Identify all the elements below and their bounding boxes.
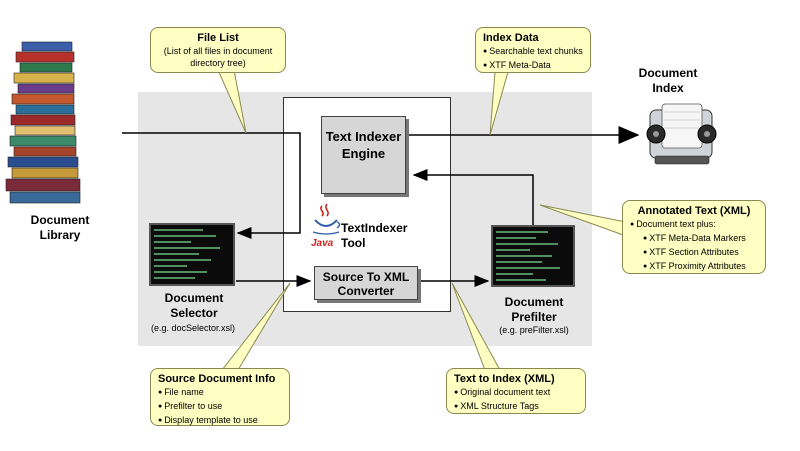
callout-index-data-item: Searchable text chunks: [483, 45, 583, 59]
document-library-label: Document Library: [30, 213, 90, 242]
java-cup-icon: [312, 203, 341, 235]
arrow-prefilter-to-indexer: [412, 169, 534, 225]
callout-text-to-index-item: Original document text: [454, 386, 578, 400]
callout-file-list-title: File List: [197, 32, 239, 44]
callout-annotated-text: Annotated Text (XML) Document text plus:…: [622, 200, 766, 274]
text-indexer-engine-box: Text Indexer Engine: [321, 116, 406, 194]
java-logo-text: Java: [311, 238, 334, 249]
callout-index-data: Index Data Searchable text chunks XTF Me…: [475, 27, 591, 73]
callout-annotated-text-intro: Document text plus:: [630, 218, 758, 232]
callout-index-data-title: Index Data: [483, 32, 539, 44]
callout-annotated-text-item: XTF Meta-Data Markers: [630, 232, 758, 246]
callout-text-to-index: Text to Index (XML) Original document te…: [446, 368, 586, 414]
source-to-xml-converter-box: Source To XML Converter: [314, 266, 418, 300]
document-index-label: Document Index: [638, 66, 698, 95]
book-stack-icon: [5, 41, 81, 204]
document-prefilter-label: Document Prefilter: [504, 295, 564, 324]
document-prefilter-example: (e.g. preFilter.xsl): [499, 325, 569, 335]
callout-source-info-item: Display template to use: [158, 414, 282, 428]
callout-source-info: Source Document Info File name Prefilter…: [150, 368, 290, 426]
callout-source-info-title: Source Document Info: [158, 373, 276, 385]
callout-source-info-item: File name: [158, 386, 282, 400]
textindexer-tool-label: TextIndexer Tool: [341, 221, 408, 250]
rolodex-icon: [646, 103, 717, 165]
pointer-index-data: [489, 71, 509, 136]
callout-source-info-item: Prefilter to use: [158, 400, 282, 414]
callout-text-to-index-title: Text to Index (XML): [454, 373, 555, 385]
callout-annotated-text-item: XTF Proximity Attributes: [630, 260, 758, 274]
callout-annotated-text-title: Annotated Text (XML): [637, 205, 751, 217]
callout-annotated-text-item: XTF Section Attributes: [630, 246, 758, 260]
callout-text-to-index-item: XML Structure Tags: [454, 400, 578, 414]
document-selector-label: Document Selector: [164, 291, 224, 320]
callout-file-list: File List (List of all files in document…: [150, 27, 286, 73]
document-prefilter-screen: [491, 225, 575, 287]
callout-file-list-body: (List of all files in document directory…: [163, 46, 273, 68]
document-selector-example: (e.g. docSelector.xsl): [150, 323, 236, 333]
callout-index-data-item: XTF Meta-Data: [483, 59, 583, 73]
arrow-library-to-indexer: [122, 132, 301, 239]
document-selector-screen: [149, 223, 235, 286]
